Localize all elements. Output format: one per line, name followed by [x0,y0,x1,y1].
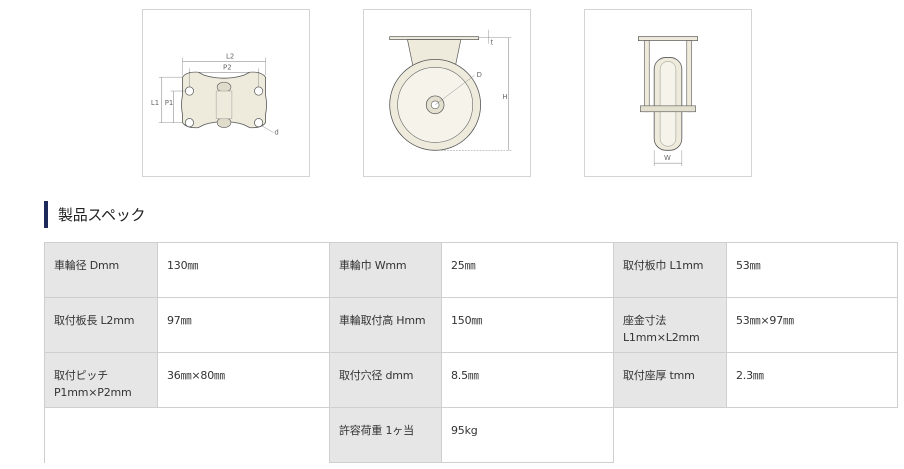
spec-value: 95kg [441,407,614,463]
spec-section-heading: 製品スペック [44,201,145,228]
dim-label-l1: L1 [151,99,159,107]
spec-value: 25㎜ [441,242,614,298]
dim-label-p1: P1 [165,99,174,107]
spec-row: 許容荷重 1ヶ当 95kg [44,407,898,463]
dim-label-l2: L2 [226,52,234,60]
front-view-drawing: W [638,36,698,167]
spec-label: 許容荷重 1ヶ当 [329,407,442,463]
spec-label: 車輪巾 Wmm [329,242,442,298]
spec-row: 取付板長 L2mm 97㎜ 車輪取付高 Hmm 150㎜ 座金寸法 L1mm×L… [44,297,898,353]
spec-empty-cell [44,407,330,463]
spec-value: 53㎜×97㎜ [726,297,898,353]
spec-label: 取付板長 L2mm [44,297,158,353]
spec-value: 130㎜ [157,242,330,298]
spec-value: 2.3㎜ [726,352,898,408]
top-view-drawing: L2 P2 L1 P1 d [151,52,279,137]
spec-label: 取付座厚 tmm [613,352,727,408]
spec-value: 150㎜ [441,297,614,353]
spec-label: 取付板巾 L1mm [613,242,727,298]
front-view-diagram: W [584,9,752,177]
spec-row: 車輪径 Dmm 130㎜ 車輪巾 Wmm 25㎜ 取付板巾 L1mm 53㎜ [44,242,898,298]
spec-value: 36㎜×80㎜ [157,352,330,408]
spec-row: 取付ピッチ P1mm×P2mm 36㎜×80㎜ 取付穴径 dmm 8.5㎜ 取付… [44,352,898,408]
side-view-drawing: t D H [389,29,512,151]
spec-label: 取付ピッチ P1mm×P2mm [44,352,158,408]
spec-value: 53㎜ [726,242,898,298]
section-title: 製品スペック [58,206,146,224]
dim-label-w: W [664,154,671,162]
dim-label-t: t [490,39,493,47]
spec-label: 車輪取付高 Hmm [329,297,442,353]
dim-label-wheel-d: D [477,71,482,79]
spec-value: 97㎜ [157,297,330,353]
spec-value: 8.5㎜ [441,352,614,408]
spec-label: 車輪径 Dmm [44,242,158,298]
heading-accent-bar [44,201,48,228]
spec-empty-cell [613,407,898,463]
spec-label: 取付穴径 dmm [329,352,442,408]
dim-label-p2: P2 [223,63,232,71]
top-view-diagram: L2 P2 L1 P1 d [142,9,310,177]
side-view-diagram: t D H [363,9,531,177]
spec-label: 座金寸法 L1mm×L2mm [613,297,727,353]
dim-label-d: d [274,129,278,137]
dim-label-h: H [502,93,507,101]
spec-table: 車輪径 Dmm 130㎜ 車輪巾 Wmm 25㎜ 取付板巾 L1mm 53㎜ 取… [44,242,898,463]
